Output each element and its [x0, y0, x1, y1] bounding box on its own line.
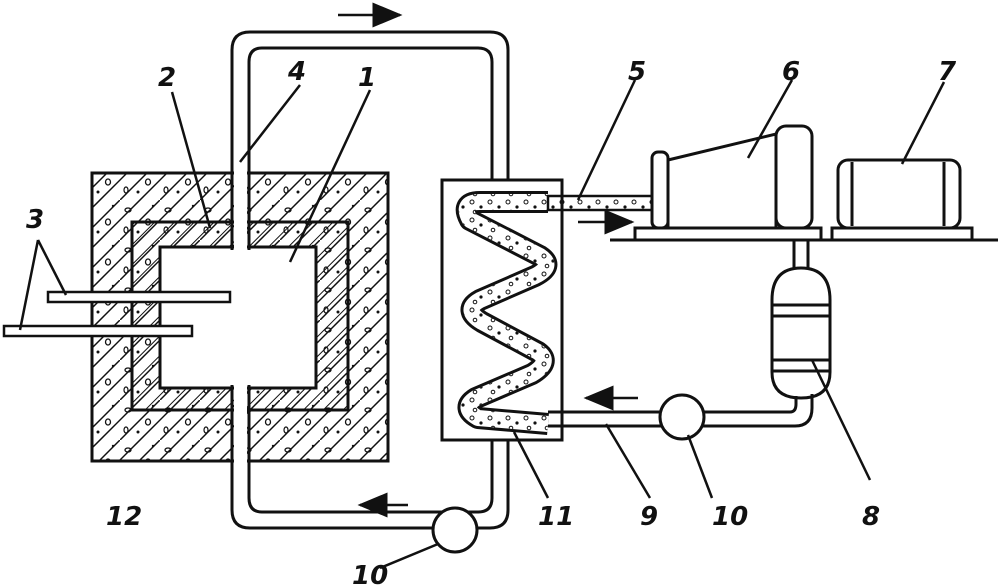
label-9: 9 — [640, 502, 658, 532]
label-2: 2 — [158, 63, 176, 93]
label-10-bottom: 10 — [352, 561, 388, 588]
label-10-right: 10 — [712, 502, 748, 532]
turbine — [633, 124, 823, 242]
heat-exchanger — [440, 178, 564, 442]
label-4: 4 — [287, 57, 306, 87]
condenser-tank — [770, 238, 832, 400]
pipe-passage — [230, 168, 251, 465]
pump-right — [658, 393, 706, 441]
inner-chamber — [158, 245, 318, 390]
generator — [830, 158, 974, 242]
label-11: 11 — [538, 502, 574, 532]
label-8: 8 — [862, 502, 880, 532]
rods — [2, 290, 232, 338]
leader-lines — [18, 79, 946, 570]
pump-lower — [431, 506, 479, 554]
label-12: 12 — [106, 502, 142, 532]
liquid-return-line — [548, 394, 814, 428]
vapor-line — [546, 194, 654, 235]
label-5: 5 — [628, 57, 646, 87]
label-3: 3 — [26, 205, 44, 235]
label-7: 7 — [938, 57, 957, 87]
label-6: 6 — [782, 57, 800, 87]
label-1: 1 — [358, 63, 376, 93]
